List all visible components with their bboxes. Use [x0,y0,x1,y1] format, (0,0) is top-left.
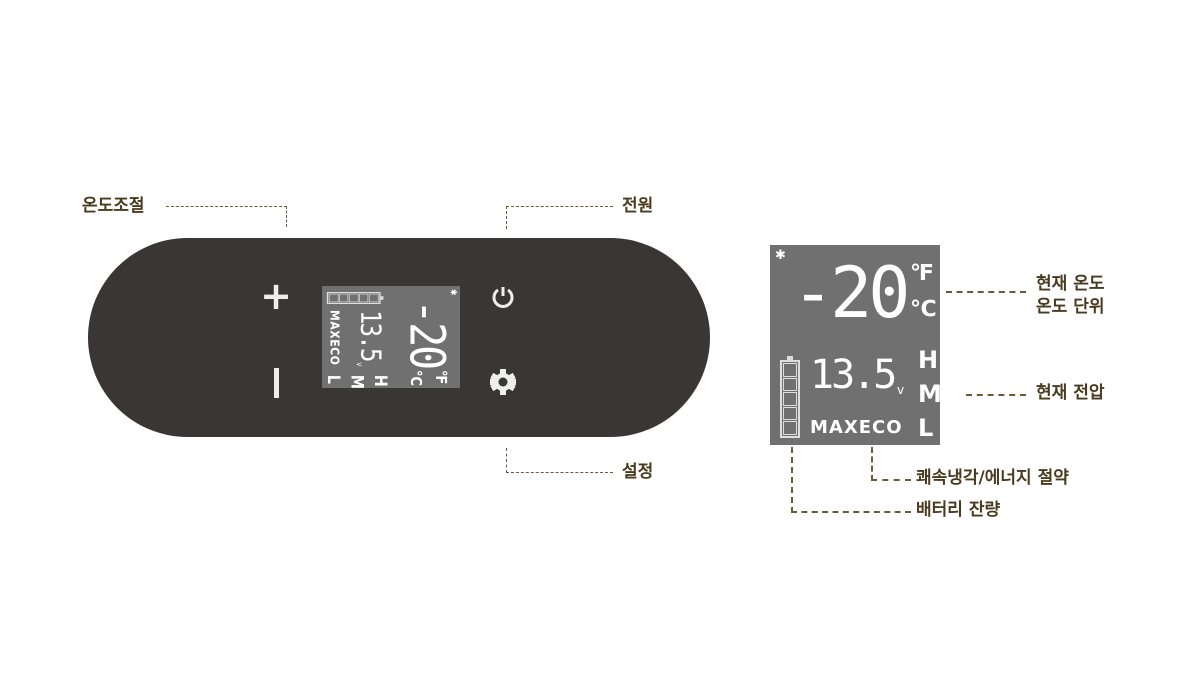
panel-lcd-display: ✱ -20 ℉ ℃ 13.5 v H M L MAXECO [322,286,460,388]
label-temp-control: 온도조절 [82,196,145,216]
fahrenheit-unit: ℉ [910,261,934,286]
label-temp-unit: 온도 단위 [1036,297,1105,317]
celsius-unit: ℃ [406,370,425,386]
power-button[interactable] [488,282,518,312]
celsius-unit: ℃ [910,297,937,322]
plus-button[interactable]: + [260,274,292,318]
label-current-temp: 현재 온도 [1036,274,1105,294]
label-mode: 쾌속냉각/에너지 절약 [916,468,1069,488]
voltage-readout: 13.5 [810,352,897,398]
battery-icon [780,356,800,438]
voltage-unit: v [355,362,365,367]
bluetooth-icon: ✱ [447,289,458,296]
battery-icon [326,292,381,304]
bluetooth-icon: ✱ [775,248,786,263]
voltage-readout: 13.5 [354,310,387,361]
label-settings: 설정 [622,462,654,482]
lcd-display-detail: ✱ -20 ℉ ℃ 13.5 v H M L MAXECO [770,245,940,445]
level-m: M [918,380,940,408]
level-l: L [918,414,934,442]
leader-line [946,291,1026,293]
level-m: M [347,374,367,388]
fahrenheit-unit: ℉ [431,370,449,385]
level-l: L [324,374,344,384]
power-icon [492,287,514,308]
level-h: H [370,374,391,387]
minus-icon [273,368,279,398]
label-power: 전원 [622,196,654,216]
leader-line [966,394,1026,396]
temperature-readout: -20 [398,299,456,368]
label-battery: 배터리 잔량 [916,500,1001,520]
mode-indicator: MAXECO [810,417,903,438]
leader-line [506,448,613,473]
minus-button[interactable] [266,365,286,401]
voltage-unit: v [897,383,905,397]
label-current-voltage: 현재 전압 [1036,383,1105,403]
temperature-readout: -20 [792,252,910,334]
leader-line [506,206,613,229]
gear-icon [490,369,516,395]
leader-line [791,447,911,513]
settings-button[interactable] [487,366,519,398]
leader-line [166,206,287,227]
leader-line [871,447,911,481]
level-h: H [918,346,939,374]
mode-indicator: MAXECO [326,310,342,366]
